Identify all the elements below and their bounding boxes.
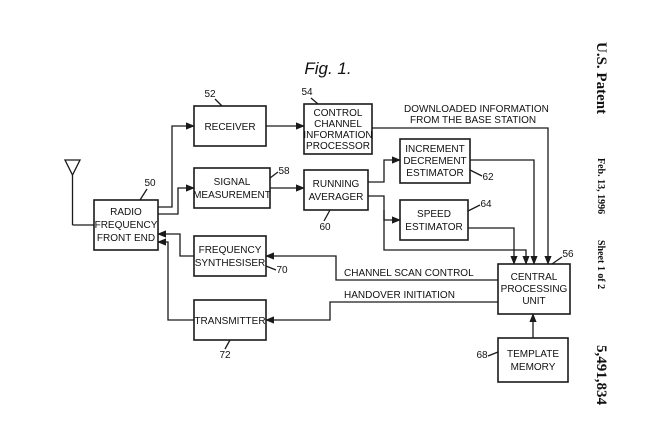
increment-estimator-line-2: DECREMENT (403, 156, 466, 167)
block-increment-estimator: INCREMENT DECREMENT ESTIMATOR (399, 138, 471, 184)
frequency-synthesiser-line-1: FREQUENCY (199, 245, 262, 256)
antenna-icon (63, 159, 94, 226)
block-control-channel-processor: CONTROL CHANNEL INFORMATION PROCESSOR (303, 103, 373, 155)
control-channel-line-4: PROCESSOR (306, 141, 370, 152)
speed-estimator-line-2: ESTIMATOR (405, 222, 462, 233)
ref-52: 52 (204, 89, 216, 100)
ref-62: 62 (482, 172, 494, 183)
signal-measurement-line-1: SIGNAL (214, 177, 251, 188)
rf-front-end-line-3: FRONT END (97, 233, 155, 244)
block-transmitter: TRANSMITTER (193, 299, 267, 341)
margin-number: 5,491,834 (593, 345, 609, 406)
cpu-line-2: PROCESSING (501, 284, 568, 295)
cpu-line-3: UNIT (522, 296, 545, 307)
ref-68: 68 (476, 350, 488, 361)
ref-64: 64 (480, 199, 492, 210)
block-rf-front-end: RADIO FREQUENCY FRONT END (93, 199, 159, 251)
control-channel-line-1: CONTROL (314, 108, 363, 119)
block-signal-measurement: SIGNAL MEASUREMENT (193, 167, 271, 209)
control-channel-line-3: INFORMATION (303, 130, 372, 141)
signal-channel-scan: CHANNEL SCAN CONTROL (344, 268, 474, 279)
running-averager-line-1: RUNNING (313, 179, 360, 190)
speed-estimator-line-1: SPEED (417, 209, 451, 220)
ref-72: 72 (219, 350, 231, 361)
block-speed-estimator: SPEED ESTIMATOR (399, 199, 469, 241)
block-frequency-synthesiser: FREQUENCY SYNTHESISER (193, 235, 267, 277)
ref-60: 60 (319, 222, 331, 233)
connections (157, 122, 552, 338)
running-averager-line-2: AVERAGER (309, 192, 364, 203)
margin-date: Feb. 13, 1996 (595, 158, 606, 214)
cpu-line-1: CENTRAL (511, 272, 558, 283)
signal-measurement-line-2: MEASUREMENT (193, 190, 271, 201)
margin-patent: U.S. Patent (593, 42, 609, 114)
signal-handover: HANDOVER INITIATION (344, 290, 455, 301)
signal-downloaded-line-1: DOWNLOADED INFORMATION (404, 104, 549, 115)
block-central-processing-unit: CENTRAL PROCESSING UNIT (497, 263, 571, 315)
block-receiver: RECEIVER (193, 105, 267, 147)
block-template-memory: TEMPLATE MEMORY (497, 337, 569, 383)
transmitter-line-1: TRANSMITTER (194, 316, 265, 327)
ref-54: 54 (301, 87, 313, 98)
increment-estimator-line-1: INCREMENT (405, 144, 464, 155)
rf-front-end-line-2: FREQUENCY (95, 220, 158, 231)
control-channel-line-2: CHANNEL (314, 119, 362, 130)
template-memory-line-1: TEMPLATE (507, 349, 559, 360)
increment-estimator-line-3: ESTIMATOR (406, 168, 463, 179)
margin-sheet: Sheet 1 of 2 (595, 240, 606, 289)
ref-70: 70 (276, 265, 288, 276)
frequency-synthesiser-line-2: SYNTHESISER (195, 258, 266, 269)
ref-50: 50 (144, 178, 156, 189)
template-memory-line-2: MEMORY (511, 362, 556, 373)
ref-58: 58 (278, 166, 290, 177)
receiver-line-1: RECEIVER (204, 122, 255, 133)
rf-front-end-line-1: RADIO (110, 207, 142, 218)
signal-downloaded-line-2: FROM THE BASE STATION (410, 115, 536, 126)
figure-title: Fig. 1. (304, 59, 351, 78)
block-running-averager: RUNNING AVERAGER (303, 169, 369, 211)
ref-56: 56 (562, 249, 574, 260)
